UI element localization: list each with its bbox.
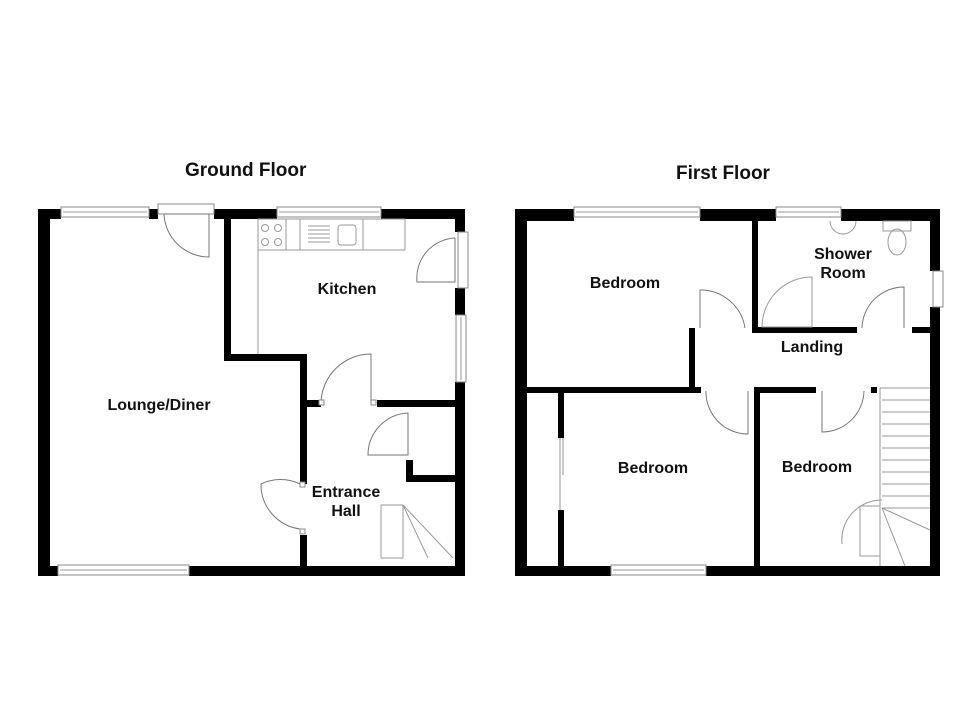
wall xyxy=(754,387,816,393)
wall xyxy=(515,566,611,576)
hob xyxy=(257,218,287,251)
wall xyxy=(381,209,465,219)
room-label-kitchen: Kitchen xyxy=(317,281,377,298)
wall xyxy=(689,328,695,391)
wall xyxy=(706,566,940,576)
door-frame xyxy=(457,231,469,289)
wall xyxy=(700,209,776,221)
wall xyxy=(754,387,760,570)
room-label-bedroom-2: Bedroom xyxy=(617,460,689,477)
drainer-icon xyxy=(308,225,330,243)
room-label-bedroom-1: Bedroom xyxy=(589,275,661,292)
washbasin-icon xyxy=(829,220,857,235)
window xyxy=(932,270,944,308)
wall xyxy=(149,209,158,219)
room-label-line: Room xyxy=(820,265,866,282)
wall xyxy=(912,327,930,333)
first-floor-title: First Floor xyxy=(676,163,770,184)
wall xyxy=(930,307,940,576)
wall xyxy=(214,209,277,219)
door-frame xyxy=(157,203,215,215)
shower-tray-icon xyxy=(761,276,813,328)
hob-ring-icon xyxy=(274,224,282,232)
wall xyxy=(841,209,940,221)
room-label-entrance-hall: Entrance Hall xyxy=(312,483,380,521)
wall xyxy=(515,209,527,576)
wall xyxy=(527,387,701,393)
door-swing xyxy=(705,390,749,435)
room-label-bedroom-3: Bedroom xyxy=(781,459,853,476)
wall xyxy=(38,566,58,576)
room-label-line: Hall xyxy=(331,503,361,520)
wall xyxy=(515,209,574,221)
stairs xyxy=(380,504,404,559)
wall xyxy=(930,209,940,271)
door-swing xyxy=(416,237,456,283)
door-swing xyxy=(821,390,865,433)
wall xyxy=(189,566,465,576)
door-swing xyxy=(367,412,409,456)
wall xyxy=(377,400,457,407)
toilet-cistern-icon xyxy=(882,220,912,232)
ground-floor-title: Ground Floor xyxy=(185,160,307,181)
door-swing xyxy=(260,479,301,530)
wall xyxy=(38,209,50,576)
wall xyxy=(406,460,413,482)
room-label-line: Entrance xyxy=(311,484,381,501)
toilet-bowl-icon xyxy=(887,228,907,256)
wall xyxy=(752,221,758,331)
room-label-landing: Landing xyxy=(780,339,844,356)
first-floor-plan xyxy=(515,206,944,576)
wall xyxy=(224,354,307,361)
wall xyxy=(406,475,457,482)
door-swing xyxy=(320,353,372,405)
door-swing xyxy=(861,286,905,329)
stairs xyxy=(841,387,931,567)
wall xyxy=(558,390,564,438)
ground-floor-plan xyxy=(38,203,469,576)
hob-ring-icon xyxy=(274,238,282,246)
wall xyxy=(307,400,321,407)
door-swing xyxy=(163,213,210,258)
wall xyxy=(455,209,465,232)
wall xyxy=(455,382,465,576)
hob-ring-icon xyxy=(261,238,269,246)
door-swing xyxy=(699,289,746,329)
wall xyxy=(558,510,564,570)
room-label-line: Shower xyxy=(814,246,872,263)
room-label-lounge-diner: Lounge/Diner xyxy=(107,397,211,414)
wall xyxy=(300,354,307,484)
wall xyxy=(300,535,307,571)
wall xyxy=(455,288,465,315)
sink-icon xyxy=(337,224,357,246)
wall xyxy=(752,327,857,333)
wall xyxy=(224,209,231,361)
hob-ring-icon xyxy=(261,224,269,232)
room-label-shower-room: Shower Room xyxy=(814,245,872,283)
wall xyxy=(871,387,877,393)
